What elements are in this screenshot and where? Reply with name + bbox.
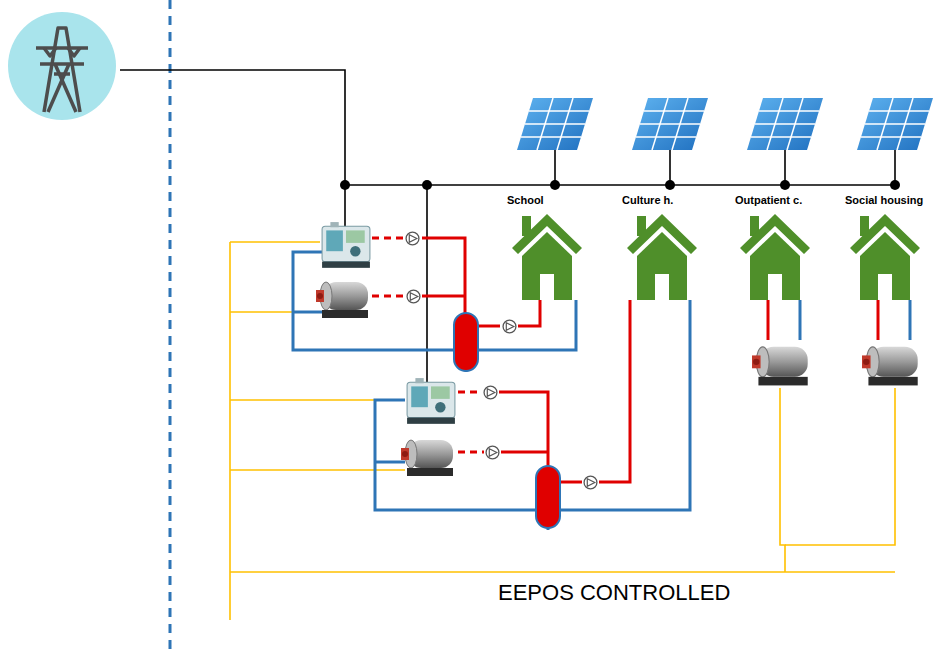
building-label: Culture h. — [622, 193, 673, 207]
control-note: EEPOS CONTROLLED — [498, 580, 730, 606]
building-label: Outpatient c. — [735, 193, 802, 207]
building-node: School — [507, 190, 584, 300]
house-icon — [848, 212, 922, 300]
building-node: Outpatient c. — [735, 190, 812, 300]
building-label: School — [507, 193, 544, 207]
building-node: Culture h. — [622, 190, 699, 300]
house-icon — [510, 212, 584, 300]
building-label: Social housing — [845, 193, 923, 207]
house-icon — [738, 212, 812, 300]
building-node: Social housing — [845, 190, 925, 300]
house-icon — [625, 212, 699, 300]
